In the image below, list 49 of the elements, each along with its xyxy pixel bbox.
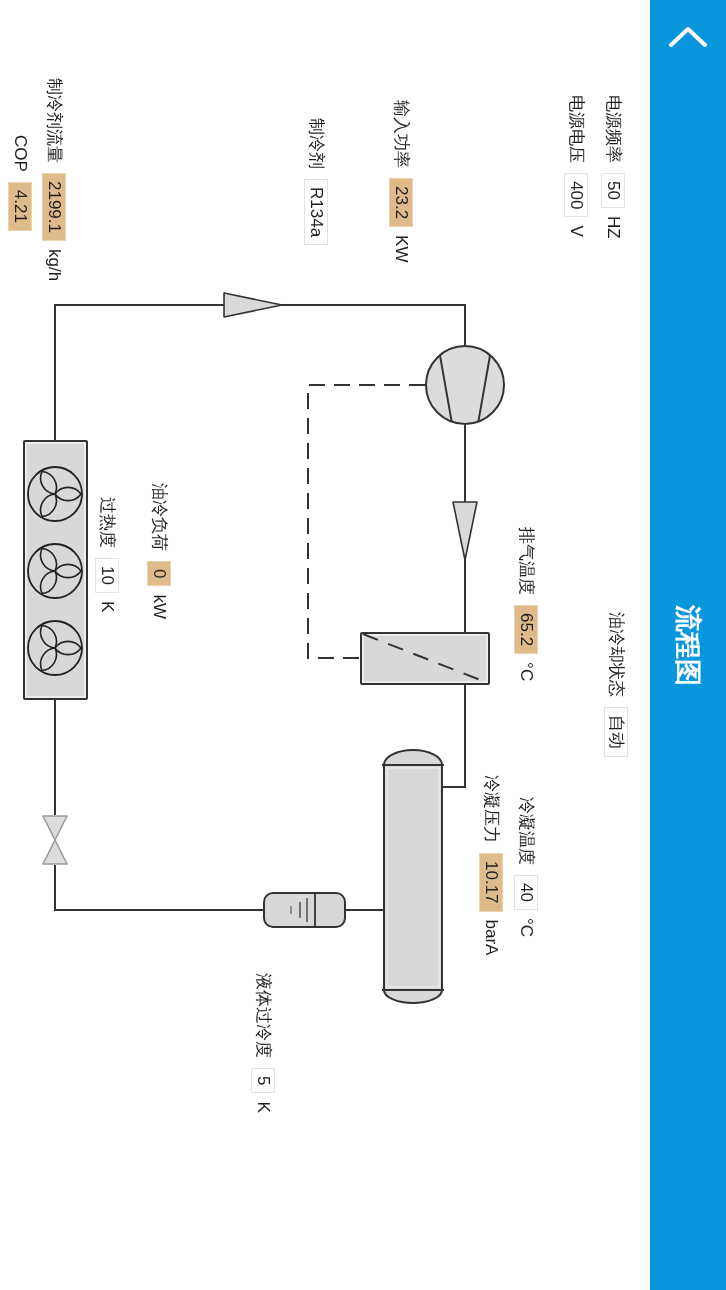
valve-symbol <box>42 815 68 865</box>
unit-label: kW <box>149 594 170 619</box>
field-label: COP <box>10 135 31 172</box>
unit-label: °C <box>516 917 537 937</box>
field-label: 油冷却状态 <box>606 612 627 697</box>
unit-label: V <box>566 225 587 237</box>
unit-label: K <box>253 1101 274 1113</box>
field-label: 输入功率 <box>391 100 412 168</box>
page-title: 流程图 <box>672 604 704 686</box>
unit-label: barA <box>481 919 502 956</box>
field-label: 液体过冷度 <box>253 973 274 1058</box>
unit-label: K <box>97 600 118 613</box>
unit-label: HZ <box>603 215 624 239</box>
reading-value: 4.21 <box>8 181 32 231</box>
unit-label: kg/h <box>44 249 65 282</box>
pipe-with-flow-arrow <box>54 292 466 441</box>
reading-value: 2199.1 <box>42 173 66 241</box>
reading-value: 65.2 <box>514 605 538 655</box>
pipe-with-flow-arrow <box>452 424 478 633</box>
reading-value: 23.2 <box>389 178 413 228</box>
field-label: 电源电压 <box>566 95 587 163</box>
vessel-symbol <box>383 748 443 1005</box>
setting-value: 5 <box>251 1068 275 1094</box>
reading-value: 10.17 <box>479 853 503 912</box>
field-label: 制冷剂流量 <box>44 78 65 163</box>
setting-value: R134a <box>304 179 328 246</box>
unit-label: °C <box>516 662 537 682</box>
pipe-line <box>345 909 384 911</box>
setting-value: 50 <box>601 173 625 208</box>
field-label: 冷凝压力 <box>481 775 502 843</box>
field-label: 排气温度 <box>516 527 537 595</box>
pipe-line <box>442 684 466 788</box>
field-label: 油冷负荷 <box>149 483 170 551</box>
reading-value: 0 <box>147 561 171 587</box>
setting-value: 40 <box>514 875 538 910</box>
setting-value: 400 <box>564 173 588 218</box>
field-label: 过热度 <box>97 497 118 548</box>
fan-coil-unit <box>23 440 88 700</box>
unit-label: KW <box>391 235 412 263</box>
pipe-line <box>54 699 56 816</box>
filter-drier-symbol <box>263 892 346 928</box>
setting-value: 10 <box>95 558 119 593</box>
pipe-line <box>54 864 264 911</box>
field-label: 制冷剂 <box>306 118 327 169</box>
compressor-symbol <box>425 345 505 425</box>
field-label: 冷凝温度 <box>516 797 537 865</box>
heat-exchanger-symbol <box>360 632 490 685</box>
setting-value: 自动 <box>604 707 628 757</box>
field-label: 电源频率 <box>603 95 624 163</box>
